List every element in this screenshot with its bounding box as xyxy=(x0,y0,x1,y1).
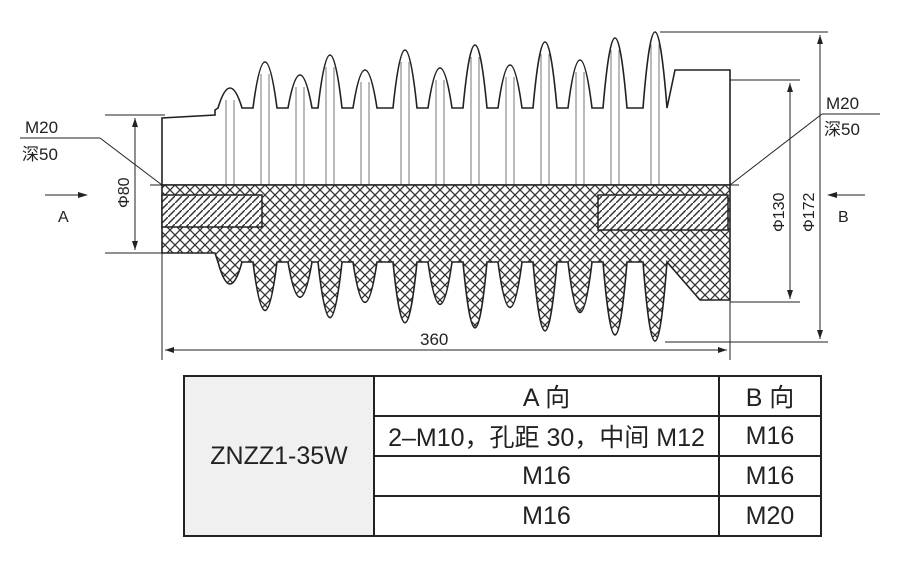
right-insert-section xyxy=(597,194,729,231)
insulator-drawing: M20 深50 A B M20 深50 360 Φ80 Φ130 Φ172 xyxy=(20,31,880,360)
length-dimension: 360 xyxy=(420,330,448,349)
left-thread-label: M20 xyxy=(25,118,58,137)
model-cell: ZNZZ1-35W xyxy=(183,375,375,537)
row-3-b: M20 xyxy=(718,495,822,537)
row-1-a: 2–M10，孔距 30，中间 M12 xyxy=(373,415,720,457)
right-depth-label: 深50 xyxy=(824,120,860,139)
dimension-arrows xyxy=(78,35,837,353)
insulator-body xyxy=(161,31,731,342)
phi80-dimension: Φ80 xyxy=(116,177,133,208)
phi130-dimension: Φ130 xyxy=(771,192,788,232)
left-insert-section xyxy=(161,194,263,228)
header-b: B 向 xyxy=(718,375,822,417)
left-depth-label: 深50 xyxy=(22,145,58,164)
spec-table: ZNZZ1-35W A 向 B 向 2–M10，孔距 30，中间 M12 M16… xyxy=(183,375,822,537)
header-a: A 向 xyxy=(373,375,720,417)
row-2-a: M16 xyxy=(373,455,720,497)
right-thread-label: M20 xyxy=(826,94,859,113)
phi172-dimension: Φ172 xyxy=(801,192,818,232)
row-2-b: M16 xyxy=(718,455,822,497)
dimension-lines xyxy=(20,31,880,360)
upper-shed-profile xyxy=(161,31,731,186)
view-a-label: A xyxy=(58,209,69,226)
row-3-a: M16 xyxy=(373,495,720,537)
row-1-b: M16 xyxy=(718,415,822,457)
lower-section-crosshatch xyxy=(161,184,731,342)
view-b-label: B xyxy=(838,209,849,226)
